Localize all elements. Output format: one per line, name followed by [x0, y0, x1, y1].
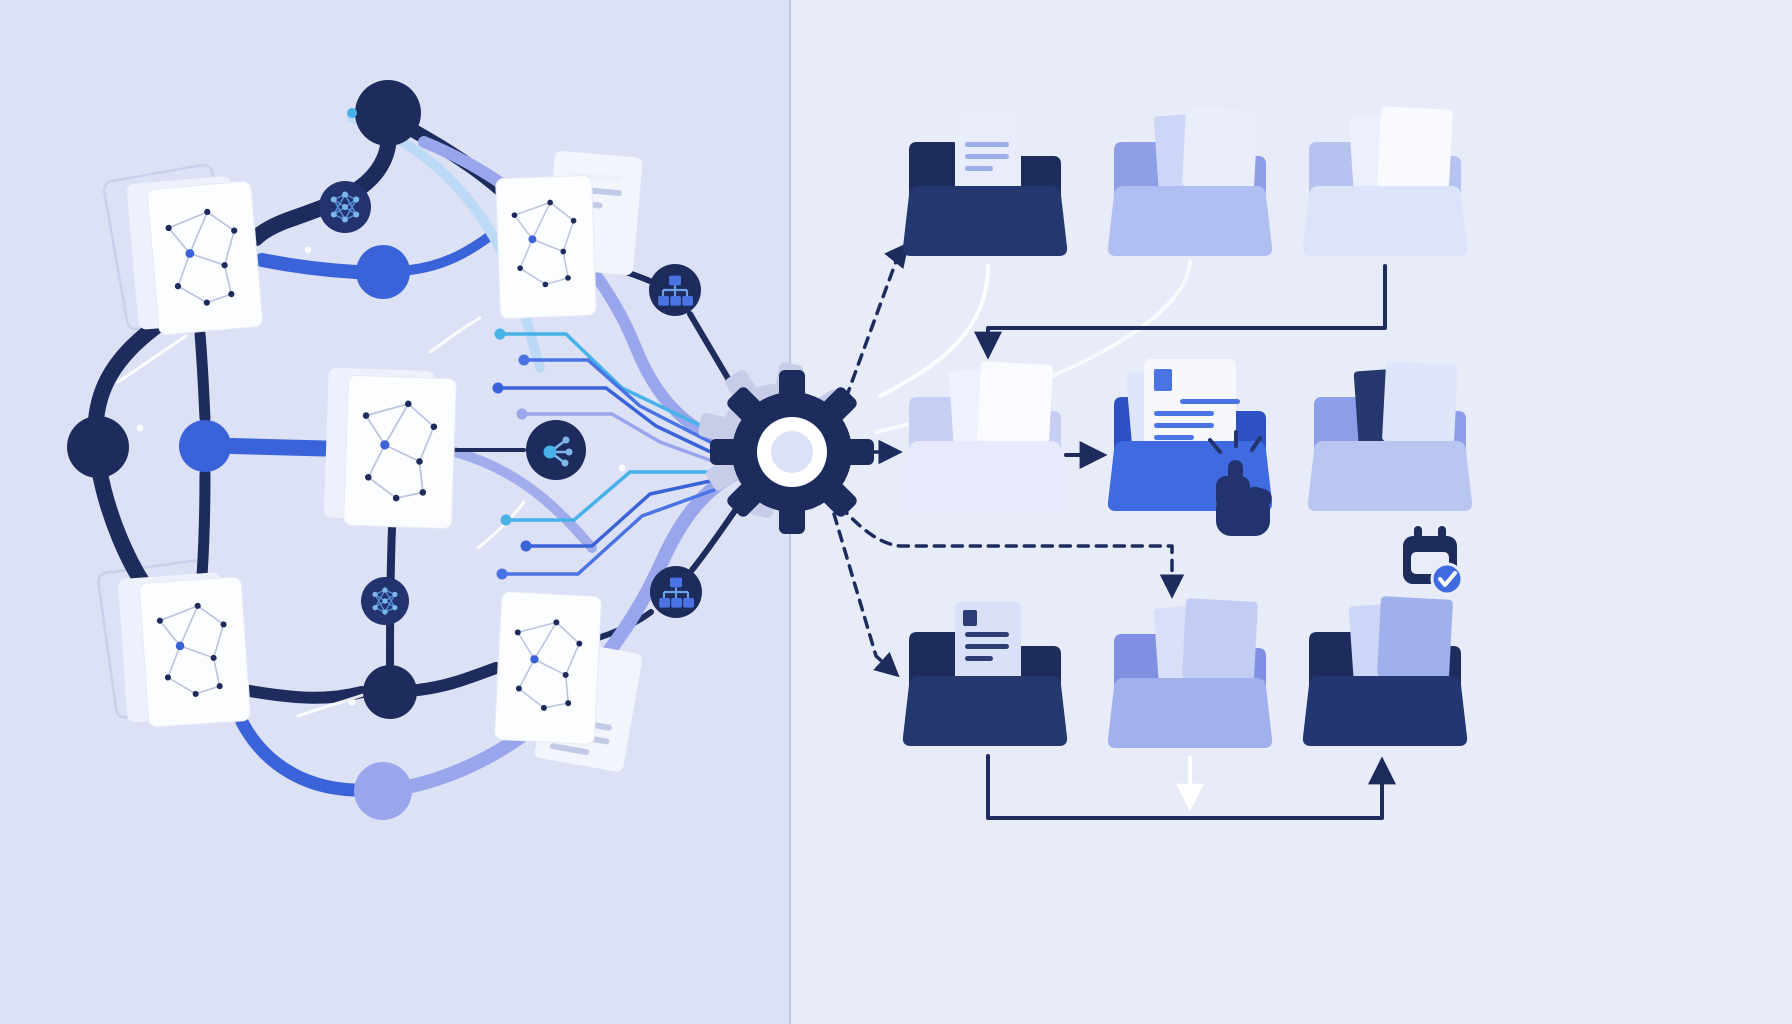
document-graph-top-left — [126, 176, 263, 336]
folder-output-dark-doc — [902, 602, 1068, 746]
document-graph-center — [323, 367, 457, 530]
folder-output-dark — [1302, 596, 1468, 746]
share-network-icon — [526, 420, 586, 480]
node-circle-blue-mid — [179, 420, 231, 472]
node-circle-bottom — [363, 665, 417, 719]
folder-output-peri — [1107, 598, 1273, 748]
document-graph-top-right — [495, 150, 643, 319]
check-mark — [1438, 571, 1457, 587]
check-circle — [1430, 562, 1464, 596]
circuit-traces — [492, 328, 717, 580]
neural-network-icon — [361, 577, 409, 625]
node-circle-blue-upper — [356, 245, 410, 299]
document-graph-bottom-right — [494, 591, 643, 772]
node-circle-top — [355, 80, 421, 146]
gear-icon — [698, 362, 874, 534]
folder-stage-mid — [1307, 361, 1473, 511]
node-circle-purple — [354, 762, 412, 820]
hierarchy-icon — [649, 264, 701, 316]
solid-connectors — [974, 264, 1396, 820]
document-graph-bottom-left — [118, 572, 251, 728]
folder-input-dark — [902, 112, 1068, 256]
cursor-click-icon — [1208, 430, 1272, 536]
folder-stage-pale — [902, 361, 1068, 511]
folder-input-pale — [1302, 106, 1468, 256]
folder-input-sky — [1107, 106, 1273, 256]
node-circle-left — [67, 416, 129, 478]
neural-network-icon — [319, 181, 371, 233]
node-dot-cyan — [347, 108, 357, 118]
left-panel — [67, 80, 747, 820]
calendar-check-icon — [1403, 526, 1464, 596]
folder-grid — [902, 106, 1473, 748]
hierarchy-icon — [650, 566, 702, 618]
